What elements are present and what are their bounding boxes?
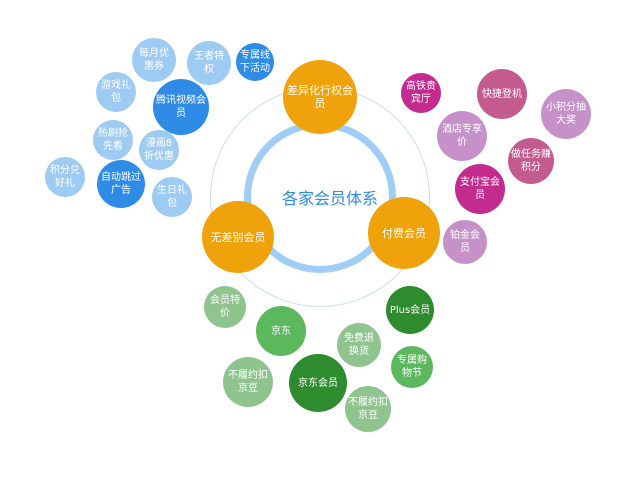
node-tencent: 游戏礼包 [96, 72, 136, 112]
node-tencent: 生日礼包 [152, 177, 192, 217]
node-alipay: 快捷登机 [477, 69, 527, 119]
node-jd-member: 京东会员 [289, 354, 347, 412]
node-alipay: 铂金会员 [443, 220, 487, 264]
node-jd-plus: Plus会员 [386, 286, 434, 334]
node-paid-member: 付费会员 [368, 197, 440, 269]
node-alipay: 酒店专享价 [437, 111, 487, 161]
node-alipay: 做任务赚积分 [508, 138, 554, 184]
node-tencent-video-member: 腾讯视频会员 [153, 79, 209, 135]
node-tencent: 专属线下活动 [236, 43, 274, 81]
node-tencent: 自动跳过广告 [97, 160, 145, 208]
center-title: 各家会员体系 [281, 189, 378, 208]
node-tencent: 漫画8折优惠 [139, 130, 179, 170]
node-jd: 京东 [256, 306, 306, 356]
node-alipay: 小积分抽大奖 [541, 89, 591, 139]
node-jd: 会员特价 [204, 286, 246, 328]
node-jd: 不履约扣京豆 [223, 357, 273, 407]
node-jd: 不履约扣京豆 [345, 386, 391, 432]
node-tencent: 积分兑好礼 [45, 157, 85, 197]
node-differentiated-member: 差异化行权会员 [283, 60, 357, 134]
node-undifferentiated-member: 无差别会员 [202, 201, 274, 273]
node-tencent: 每月优惠券 [132, 38, 176, 82]
node-alipay: 高铁贵宾厅 [401, 73, 441, 113]
node-tencent: 热剧抢先看 [93, 120, 133, 160]
node-jd: 专属购物节 [391, 346, 433, 388]
node-tencent: 王者特权 [187, 41, 231, 85]
node-jd: 免费退换货 [337, 323, 381, 367]
node-alipay-member: 支付宝会员 [455, 164, 505, 214]
